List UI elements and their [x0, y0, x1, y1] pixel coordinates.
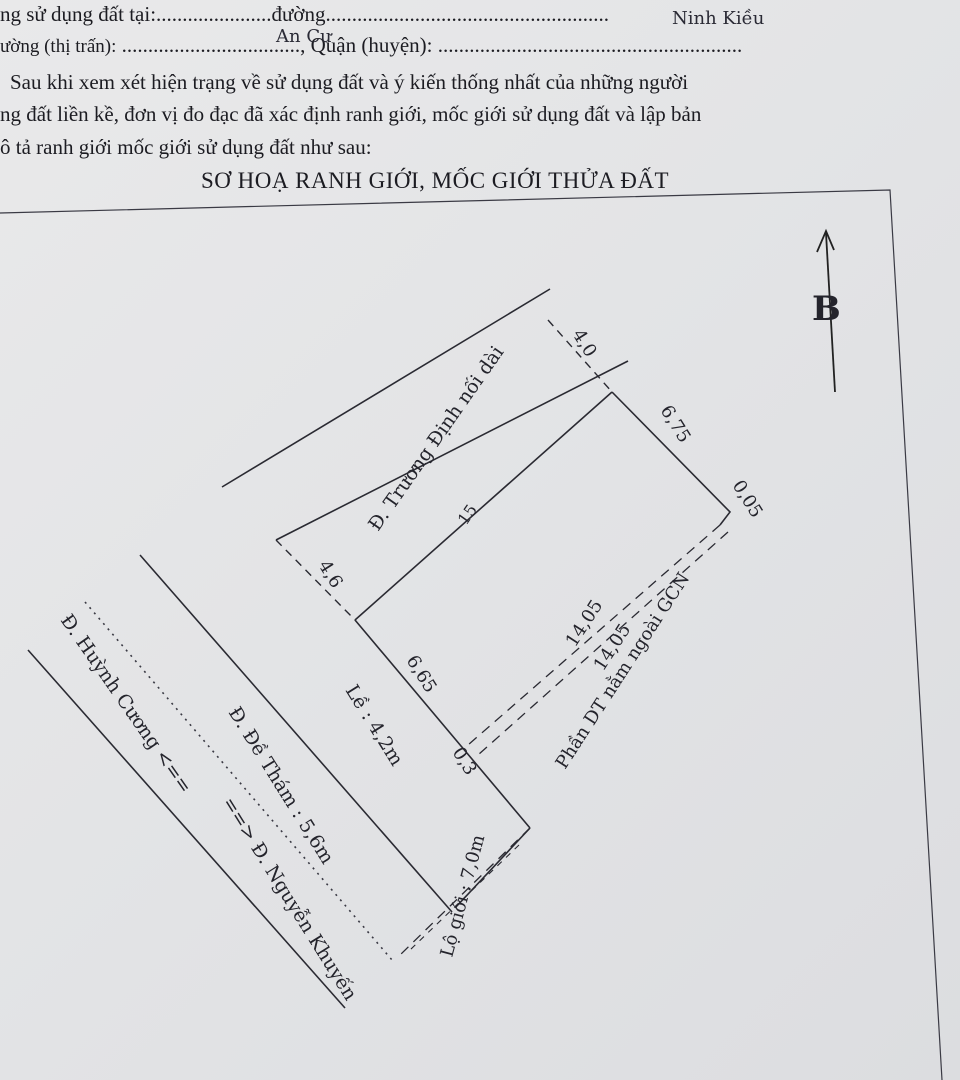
de-tham-edge [139, 554, 453, 913]
dim-top-width: 4,0 [568, 326, 601, 361]
dim-right-small: 0,05 [728, 477, 767, 522]
road-centerline [84, 601, 393, 961]
district-value: Ninh Kiều [672, 8, 765, 29]
huynh-cuong-edge [27, 649, 346, 1009]
road-label-nguyen-khuyen: ==> Đ. Nguyễn Khuyến [218, 793, 362, 1004]
dotted-fill: ........................................… [325, 2, 610, 26]
paragraph-line-3: ô tả ranh giới mốc giới sử dụng đất như … [0, 135, 372, 159]
dim-bottom-small: 0,3 [448, 744, 481, 779]
dim-left-lower: 6,65 [402, 652, 441, 697]
district-label: , Quận (huyện): [300, 33, 433, 57]
dim-right-upper: 6,75 [656, 402, 695, 447]
sidewalk-label: Lề : 4,2m [341, 681, 408, 770]
parcel-bottom-edge [454, 827, 531, 909]
land-location-label: ng sử dụng đất tại: [0, 2, 157, 26]
dashed-long-1 [467, 524, 721, 746]
header-line-2: ường (thị trấn): .......................… [0, 33, 742, 58]
dim-left-width: 4,6 [314, 557, 347, 592]
road-edge-top [221, 288, 551, 488]
road-label-huynh-cuong: Đ. Huỳnh Cương <== [56, 610, 196, 797]
parcel-right-edge [611, 391, 732, 526]
sketch-title: SƠ HOẠ RANH GIỚI, MỐC GIỚI THỬA ĐẤT [200, 168, 670, 193]
dashed-road-boundary-2 [409, 844, 520, 951]
parcel-upper-edge [354, 391, 613, 621]
north-arrow-icon [816, 228, 836, 393]
road-boundary-label: Lộ giới : 7,0m [437, 833, 490, 960]
parcel-number: 15 [454, 501, 481, 529]
sketch-frame [0, 189, 943, 1080]
parcel-left-edge [354, 619, 531, 829]
road-edge-inner [275, 360, 629, 541]
paragraph-line-1: Sau khi xem xét hiện trạng về sử dụng đấ… [10, 70, 689, 94]
street-label: đường [271, 2, 326, 26]
paragraph-line-2: ng đất liền kề, đơn vị đo đạc đã xác địn… [0, 102, 702, 126]
dashed-left-boundary [275, 539, 356, 621]
dotted-fill: .................................. [121, 33, 301, 57]
dotted-fill: ...................... [156, 2, 272, 26]
ward-value: An Cư [276, 26, 332, 47]
dashed-top-boundary [547, 319, 613, 393]
road-label-de-tham: Đ. Đề Thám : 5,6m [224, 703, 338, 868]
road-label-truong-dinh: Đ. Trương Định nối dài [364, 342, 508, 535]
dotted-fill: ........................................… [437, 33, 743, 57]
dashed-long-2 [477, 531, 729, 756]
ward-label: ường (thị trấn): [0, 36, 117, 57]
dashed-road-boundary [399, 827, 531, 956]
north-label: B [812, 289, 841, 329]
header-line-1: ng sử dụng đất tại:.....................… [0, 2, 609, 27]
dim-length-1: 14,05 [562, 596, 608, 651]
